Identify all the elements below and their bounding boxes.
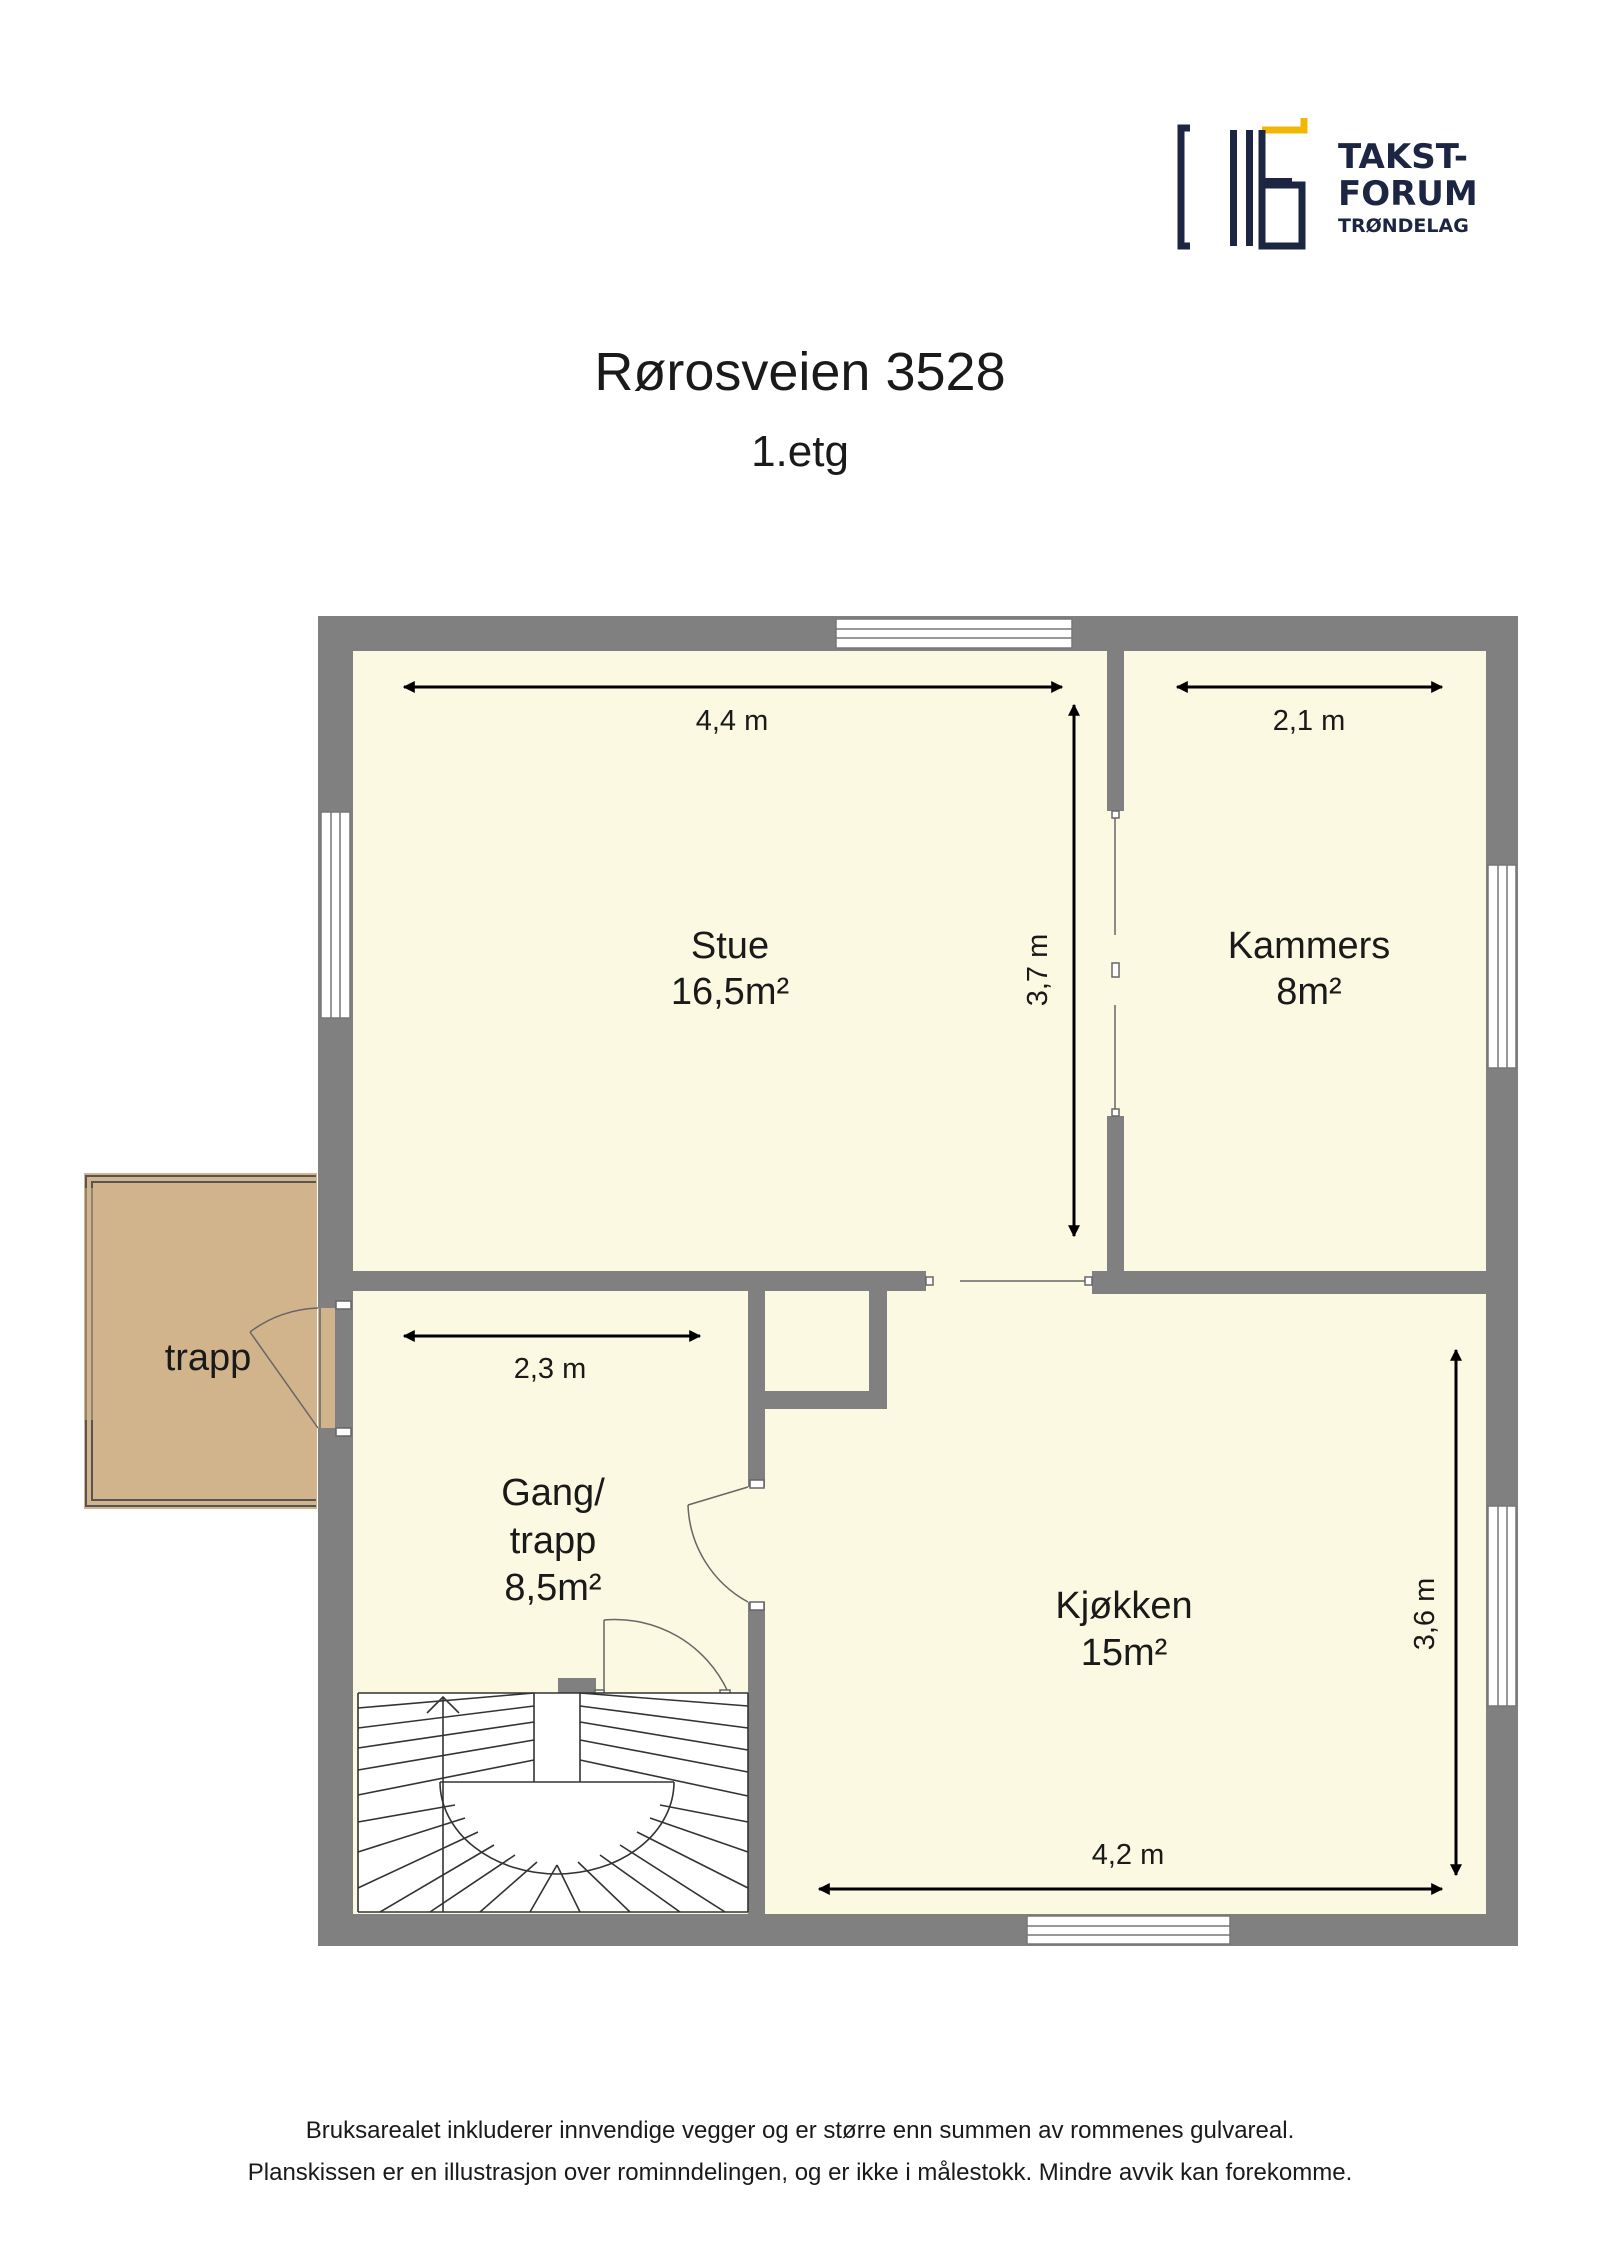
sliding-door-kjokken	[925, 1276, 1093, 1286]
room-kammers: Kammers 8m²	[1228, 925, 1391, 1013]
takstforum-logo: TAKST- FORUM TRØNDELAG	[1177, 118, 1478, 250]
room-kammers-name: Kammers	[1228, 925, 1391, 967]
room-kjokken: Kjøkken 15m²	[1055, 1585, 1192, 1674]
window-kjokken-right	[1487, 1505, 1517, 1707]
page-title: Rørosveien 3528	[594, 342, 1005, 402]
logo-mark-icon	[1177, 118, 1308, 250]
dim-gang-width: 2,3 m	[514, 1353, 587, 1385]
room-kjokken-name: Kjøkken	[1055, 1585, 1192, 1627]
room-kjokken-area: 15m²	[1081, 1632, 1168, 1674]
logo-line-3: TRØNDELAG	[1338, 215, 1469, 237]
dim-kjokken-depth: 3,6 m	[1409, 1578, 1441, 1651]
window-bottom	[1026, 1915, 1231, 1945]
window-stue-left	[320, 811, 351, 1019]
staircase	[357, 1692, 749, 1913]
room-gang: Gang/ trapp 8,5m²	[501, 1472, 605, 1609]
dim-kjokken-width: 4,2 m	[1092, 1839, 1165, 1871]
footer-line-2: Planskissen er en illustrasjon over romi…	[248, 2159, 1352, 2186]
room-stue-name: Stue	[691, 925, 769, 967]
dim-kammers-width: 2,1 m	[1273, 705, 1346, 737]
dim-stue-depth: 3,7 m	[1022, 934, 1054, 1007]
room-kammers-area: 8m²	[1276, 971, 1341, 1013]
room-stue: Stue 16,5m²	[671, 925, 789, 1013]
dimension-lines	[402, 681, 1462, 1895]
logo-line-2: FORUM	[1338, 174, 1478, 214]
footer-line-1: Bruksarealet inkluderer innvendige vegge…	[306, 2117, 1295, 2144]
windows	[320, 618, 1517, 1945]
doors	[249, 810, 1120, 1698]
room-stue-area: 16,5m²	[671, 971, 789, 1013]
logo-line-1: TAKST-	[1338, 137, 1468, 177]
window-kammers-right	[1487, 864, 1517, 1069]
sliding-door-kammers	[1111, 810, 1120, 1117]
room-gang-area: 8,5m²	[504, 1567, 601, 1609]
door-porch	[249, 1300, 352, 1437]
porch-trapp	[84, 1173, 317, 1509]
room-trapp-name: trapp	[165, 1337, 252, 1379]
room-gang-name-line2: trapp	[510, 1520, 597, 1562]
dim-stue-width: 4,4 m	[696, 705, 769, 737]
page-subtitle: 1.etg	[751, 427, 849, 476]
door-gang-kjokken	[687, 1479, 765, 1611]
room-gang-name-line1: Gang/	[501, 1472, 605, 1514]
window-top	[835, 618, 1073, 649]
